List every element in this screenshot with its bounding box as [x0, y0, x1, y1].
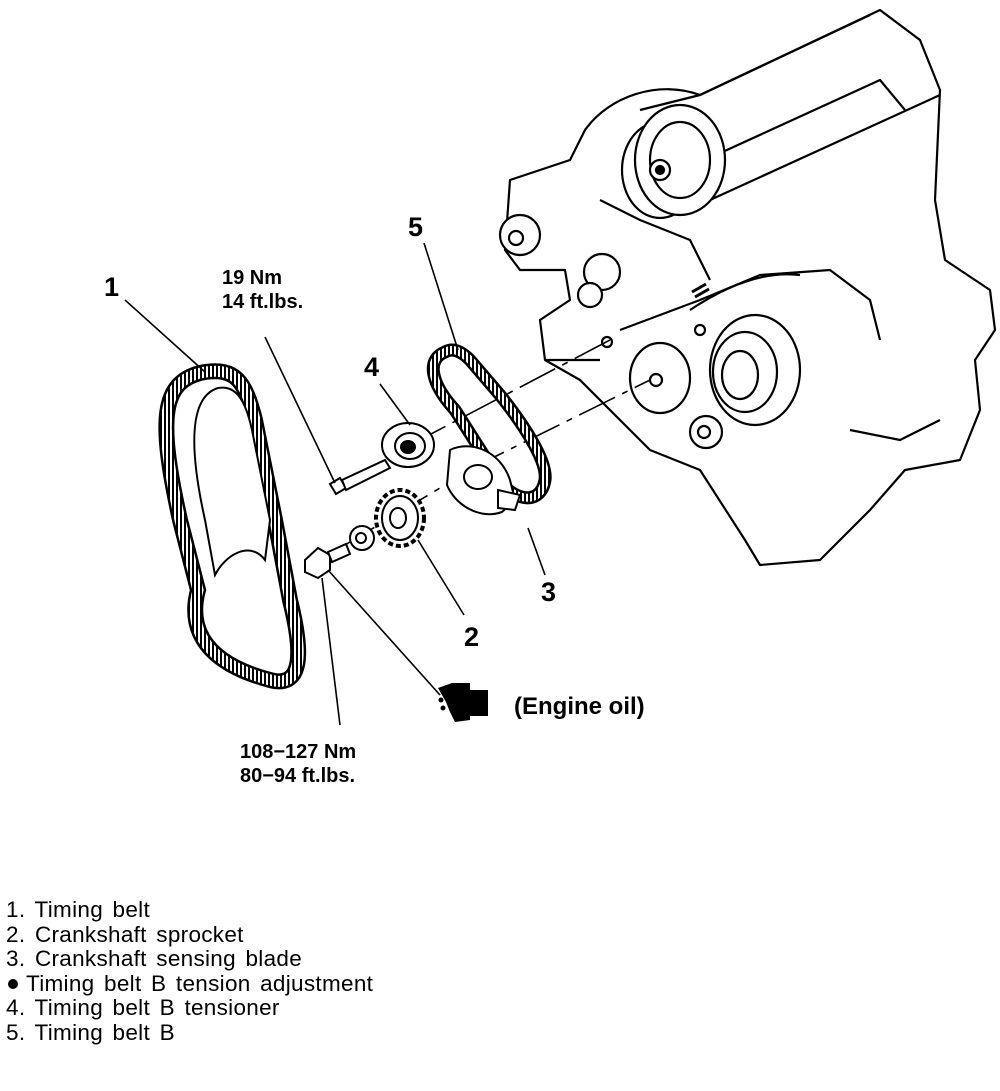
legend-text: Timing belt B: [34, 1019, 175, 1045]
crankshaft-sprocket: [374, 488, 426, 548]
timing-belt-1: [158, 363, 307, 690]
torque-small-line2: 14 ft.lbs.: [222, 291, 304, 313]
legend: 1. Timing belt 2. Crankshaft sprocket 3.…: [6, 897, 374, 1046]
torque-spec-small: 19 Nm 14 ft.lbs.: [222, 266, 303, 314]
torque-large-line1: 108−127 Nm: [240, 741, 357, 763]
legend-marker: 4.: [6, 995, 26, 1020]
legend-text: Timing belt B tension adjustment: [26, 970, 374, 996]
timing-belt-b-tensioner: [381, 422, 435, 468]
callout-5: 5: [408, 212, 424, 242]
legend-text: Crankshaft sprocket: [34, 921, 244, 947]
legend-marker: 3.: [6, 946, 26, 971]
engine-oil-label: (Engine oil): [514, 693, 645, 720]
callout-2: 2: [464, 622, 480, 652]
leader-lines: [124, 242, 546, 726]
legend-item: 1. Timing belt: [6, 897, 373, 923]
legend-item: 5. Timing belt B: [6, 1019, 373, 1046]
crankshaft-sensing-blade: [445, 445, 522, 516]
engine-oil-icon: [438, 683, 488, 722]
legend-marker: 5.: [6, 1019, 26, 1045]
tensioner-bolt: [328, 458, 392, 496]
torque-spec-large: 108−127 Nm 80−94 ft.lbs.: [240, 740, 356, 788]
callout-4: 4: [364, 352, 380, 382]
legend-text: Timing belt: [34, 897, 151, 922]
legend-item: 4. Timing belt B tensioner: [6, 995, 373, 1021]
legend-text: Timing belt B tensioner: [34, 995, 280, 1020]
legend-item: 3. Crankshaft sensing blade: [6, 946, 373, 972]
legend-bullet-icon: [8, 978, 18, 989]
torque-large-line2: 80−94 ft.lbs.: [240, 765, 356, 787]
washer: [349, 525, 375, 551]
exploded-view-drawing: [124, 8, 997, 726]
callout-3: 3: [541, 577, 557, 607]
legend-marker: 2.: [6, 921, 26, 947]
legend-item: Timing belt B tension adjustment: [6, 970, 374, 997]
legend-marker: 1.: [6, 897, 26, 922]
torque-small-line1: 19 Nm: [222, 267, 283, 289]
legend-item: 2. Crankshaft sprocket: [6, 921, 373, 948]
timing-belt-b: [426, 343, 552, 505]
engine-block: [498, 8, 997, 567]
legend-text: Crankshaft sensing blade: [34, 946, 303, 971]
crankshaft-bolt: [304, 542, 352, 580]
callout-1: 1: [104, 272, 120, 302]
